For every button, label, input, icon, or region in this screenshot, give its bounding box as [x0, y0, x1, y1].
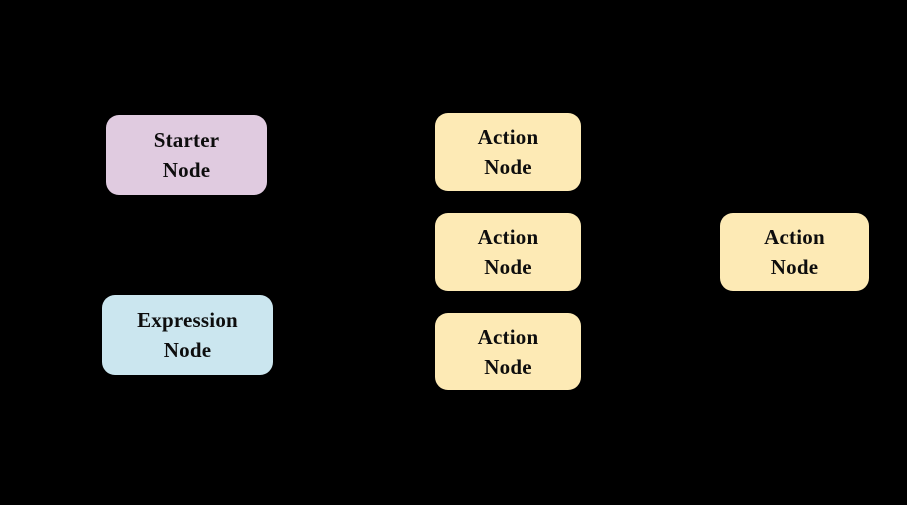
expression-node-label: Expression Node	[137, 308, 238, 362]
expression-node: Expression Node	[102, 295, 273, 375]
action-node-1: Action Node	[435, 113, 581, 191]
starter-node: Starter Node	[106, 115, 267, 195]
action-node-4: Action Node	[720, 213, 869, 291]
action-node-2-label: Action Node	[477, 225, 539, 279]
starter-node-label: Starter Node	[153, 128, 220, 182]
action-node-3-label: Action Node	[477, 324, 539, 379]
action-node-3: Action Node	[435, 313, 581, 390]
action-node-1-label: Action Node	[477, 125, 539, 179]
action-node-4-label: Action Node	[764, 225, 825, 279]
action-node-2: Action Node	[435, 213, 581, 291]
